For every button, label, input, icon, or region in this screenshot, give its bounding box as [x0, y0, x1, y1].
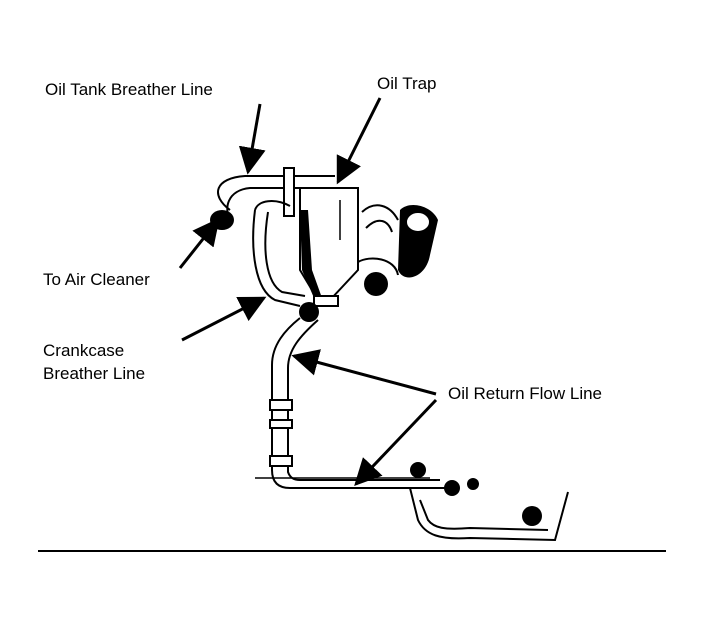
crankcase-breather-pipe — [252, 200, 306, 307]
label-oil-tank-breather-line: Oil Tank Breather Line — [45, 80, 213, 99]
label-breather-line: Breather Line — [43, 364, 146, 383]
label-to-air-cleaner: To Air Cleaner — [43, 270, 150, 289]
frame-bracket — [409, 487, 569, 542]
leader-arrows — [178, 97, 438, 486]
oil-trap-body — [299, 187, 359, 322]
label-oil-trap: Oil Trap — [377, 74, 437, 93]
air-cleaner-fitting — [357, 204, 438, 296]
label-oil-return-flow-line: Oil Return Flow Line — [448, 384, 603, 403]
oil-return-pipe — [255, 317, 479, 496]
label-crankcase: Crankcase — [43, 341, 125, 360]
